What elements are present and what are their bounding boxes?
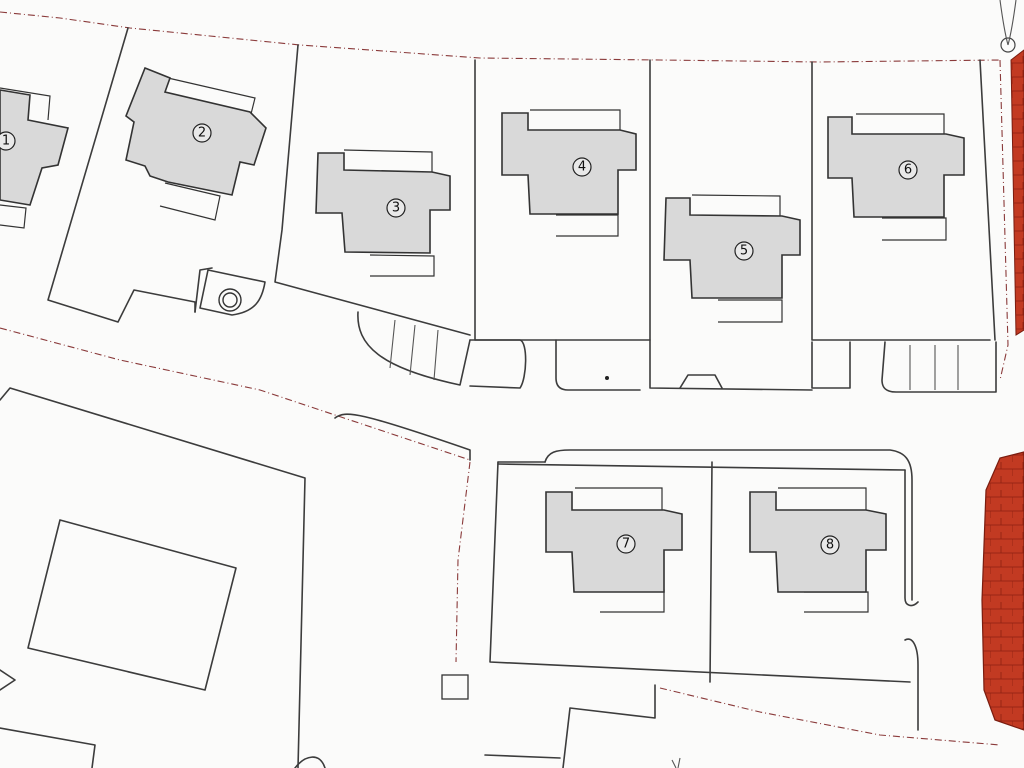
lot-label-4: 4 [572,157,592,177]
svg-text:1: 1 [2,134,10,149]
lot-label-2: 2 [192,123,212,143]
house-3[interactable] [315,149,451,277]
house-4[interactable] [501,109,637,237]
well-feature [199,269,266,316]
svg-text:5: 5 [740,244,748,259]
svg-text:7: 7 [622,537,630,552]
house-7[interactable] [545,487,683,613]
survey-marker [999,0,1017,53]
svg-text:2: 2 [198,126,206,141]
lot-label-8: 8 [820,535,840,555]
lot-label-6: 6 [898,160,918,180]
lot-label-7: 7 [616,534,636,554]
lot-label-3: 3 [386,198,406,218]
svg-text:4: 4 [578,160,586,175]
house-6[interactable] [827,113,965,241]
neighbor-parcel-red-top [1010,49,1024,336]
neighbor-parcel-red-bottom [981,451,1024,731]
lot-label-1: 1 [0,131,16,151]
adjacent-building-block [0,387,306,768]
house-8[interactable] [749,487,887,613]
property-boundary [0,11,1009,746]
svg-text:3: 3 [392,201,400,216]
house-1[interactable] [0,87,69,229]
bottom-features [294,674,681,768]
parking-bays [357,311,997,393]
svg-text:6: 6 [904,163,912,178]
lot-label-5: 5 [734,241,754,261]
access-road [334,413,919,731]
house-2[interactable] [125,66,267,221]
house-5[interactable] [663,194,801,323]
svg-text:8: 8 [826,538,834,553]
